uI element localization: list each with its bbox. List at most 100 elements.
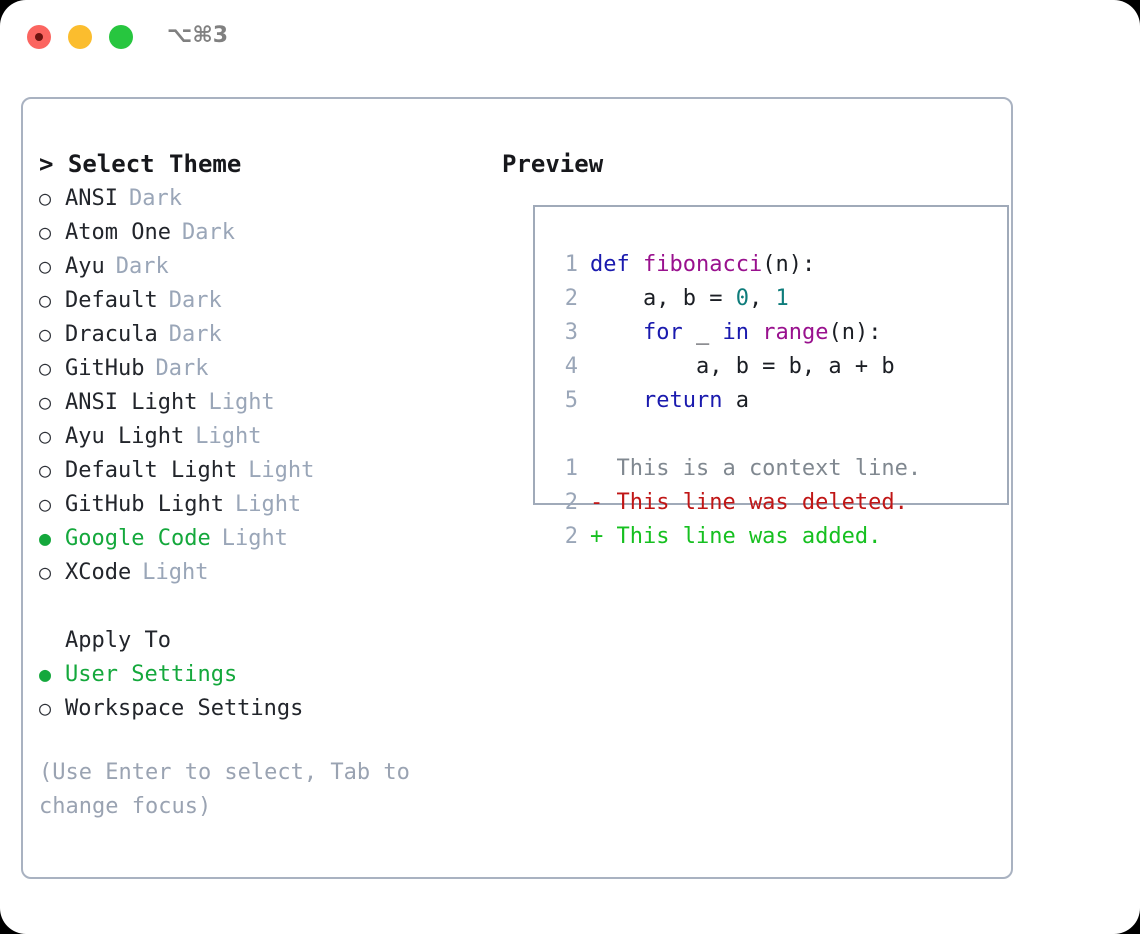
minimize-button[interactable]	[68, 25, 92, 49]
theme-name: Google Code	[65, 526, 211, 551]
diff-line: 2 + This line was added.	[554, 520, 921, 554]
theme-name: Default Light	[65, 458, 238, 483]
theme-list-item[interactable]: ○ GitHub Light Light	[39, 487, 469, 521]
code-token: a, b =	[590, 286, 736, 311]
theme-name: Atom One	[65, 220, 171, 245]
theme-list-item[interactable]: ○ Default Light Light	[39, 453, 469, 487]
title-bar: ⌥⌘3	[0, 0, 1140, 78]
radio-unselected-icon[interactable]: ○	[39, 390, 52, 414]
diff-line: 1 This is a context line.	[554, 452, 921, 486]
radio-unselected-icon[interactable]: ○	[39, 492, 52, 516]
code-blank-line	[554, 418, 921, 452]
radio-unselected-icon[interactable]: ○	[39, 186, 52, 210]
theme-name: ANSI Light	[65, 390, 198, 415]
radio-selected-icon[interactable]: ●	[39, 526, 52, 550]
apply-to-heading-label: Apply To	[65, 628, 171, 653]
line-number: 2	[564, 286, 578, 311]
radio-unselected-icon[interactable]: ○	[39, 254, 52, 278]
radio-unselected-icon[interactable]: ○	[39, 696, 52, 720]
code-token	[590, 384, 643, 418]
apply-to-item[interactable]: ● User Settings	[39, 657, 469, 691]
preview-heading: Preview	[502, 150, 604, 178]
radio-unselected-icon[interactable]: ○	[39, 220, 52, 244]
theme-category-badge: Light	[234, 492, 302, 517]
code-line: 1 def fibonacci(n):	[554, 248, 921, 282]
theme-category-badge: Light	[221, 526, 288, 551]
code-token: - This line was deleted.	[590, 490, 908, 515]
theme-category-badge: Dark	[115, 254, 169, 279]
radio-selected-icon[interactable]: ●	[39, 662, 52, 686]
radio-unselected-icon[interactable]: ○	[39, 288, 52, 312]
code-token	[590, 316, 643, 350]
close-button[interactable]	[27, 25, 51, 49]
theme-list-item[interactable]: ○ Dracula Dark	[39, 317, 469, 351]
code-token: return	[642, 388, 723, 413]
apply-to-heading: Apply To	[39, 623, 469, 657]
apply-to-label: User Settings	[65, 662, 238, 687]
theme-list-item[interactable]: ● Google Code Light	[39, 521, 469, 555]
code-token: a	[722, 388, 749, 413]
select-theme-heading: > Select Theme	[39, 150, 242, 178]
apply-to-item[interactable]: ○Workspace Settings	[39, 691, 469, 725]
code-line: 5 return a	[554, 384, 921, 418]
code-token: _	[682, 320, 723, 345]
code-token: fibonacci	[642, 252, 763, 277]
radio-unselected-icon[interactable]: ○	[39, 560, 52, 584]
code-token: def	[590, 252, 643, 277]
theme-category-badge: Light	[195, 424, 262, 449]
line-number: 2	[564, 524, 578, 549]
theme-name: GitHub Light	[65, 492, 224, 517]
code-token: (n):	[762, 252, 816, 277]
code-line: 3 for _ in range(n):	[554, 316, 921, 350]
code-token: This is a context line.	[590, 456, 922, 481]
keyboard-hint-text: (Use Enter to select, Tab to change focu…	[39, 760, 424, 819]
radio-unselected-icon[interactable]: ○	[39, 322, 52, 346]
radio-unselected-icon[interactable]: ○	[39, 424, 52, 448]
theme-category-badge: Light	[208, 390, 275, 415]
code-token: (n):	[828, 320, 882, 345]
line-number: 2	[564, 490, 578, 515]
theme-list-item[interactable]: ○ ANSI Light Light	[39, 385, 469, 419]
theme-name: Ayu Light	[65, 424, 185, 449]
code-line: 2 a, b = 0, 1	[554, 282, 921, 316]
code-token: 1	[775, 286, 789, 311]
theme-name: Ayu	[65, 254, 105, 279]
line-number: 1	[564, 252, 578, 277]
radio-unselected-icon[interactable]: ○	[39, 356, 52, 380]
radio-unselected-icon[interactable]: ○	[39, 458, 52, 482]
zoom-button[interactable]	[109, 25, 133, 49]
theme-list-item[interactable]: ○ GitHub Dark	[39, 351, 469, 385]
theme-category-badge: Dark	[168, 288, 222, 313]
theme-name: GitHub	[65, 356, 145, 381]
theme-list-item[interactable]: ○ Ayu Dark	[39, 249, 469, 283]
diff-line: 2 - This line was deleted.	[554, 486, 921, 520]
theme-name: XCode	[65, 560, 132, 585]
theme-name: Dracula	[65, 322, 158, 347]
line-number: 3	[564, 320, 578, 345]
line-number: 1	[564, 456, 578, 481]
code-token	[749, 316, 762, 350]
theme-category-badge: Light	[248, 458, 315, 483]
theme-list-item[interactable]: ○ Default Dark	[39, 283, 469, 317]
code-token: a, b = b, a + b	[590, 354, 895, 379]
code-token: for	[642, 320, 683, 345]
apply-to-list[interactable]: ● User Settings ○Workspace Settings	[39, 657, 469, 725]
theme-category-badge: Dark	[155, 356, 209, 381]
theme-category-badge: Dark	[181, 220, 235, 245]
apply-to-indent	[39, 623, 65, 657]
theme-list-item[interactable]: ○ Ayu Light Light	[39, 419, 469, 453]
code-token: + This line was added.	[590, 524, 882, 549]
code-token: range	[762, 320, 829, 345]
theme-category-badge: Dark	[168, 322, 222, 347]
theme-list-item[interactable]: ○ Atom One Dark	[39, 215, 469, 249]
theme-name: Default	[65, 288, 158, 313]
window-controls	[27, 25, 133, 49]
